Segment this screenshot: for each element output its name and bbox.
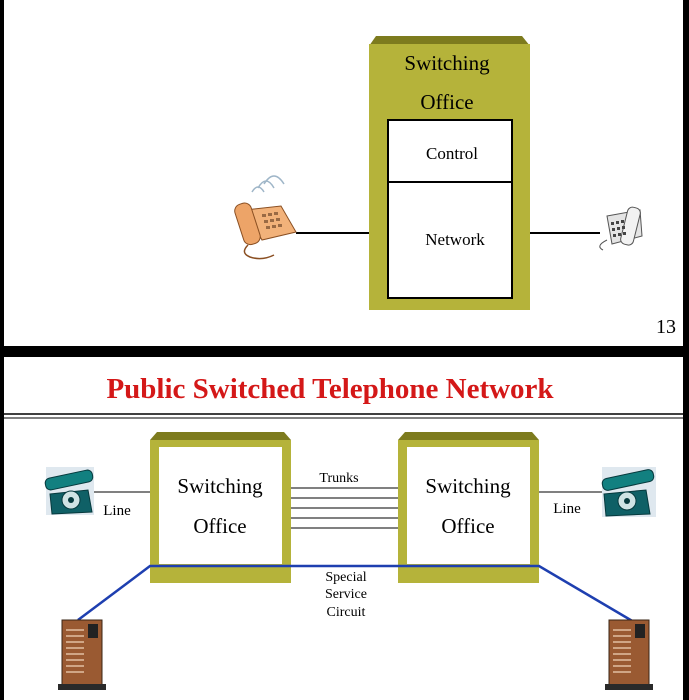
white-desk-phone-icon — [599, 206, 643, 251]
right-line-label: Line — [553, 501, 581, 517]
trunks-label: Trunks — [319, 471, 358, 486]
slide-13: Switching Office Control Network — [4, 0, 683, 346]
slide-title: Public Switched Telephone Network — [106, 373, 554, 405]
rotary-phone-icon — [601, 467, 656, 517]
network-label: Network — [425, 230, 485, 249]
rotary-phone-icon — [44, 467, 94, 515]
right-office-line2: Office — [441, 514, 494, 538]
office-top-bevel — [369, 36, 530, 46]
right-switching-office: Switching Office — [398, 432, 539, 583]
left-switching-office: Switching Office — [150, 432, 291, 583]
office-title-line1: Switching — [404, 51, 490, 75]
control-label: Control — [426, 144, 478, 163]
special-line3: Circuit — [327, 605, 366, 620]
right-office-top-bevel — [398, 432, 539, 440]
special-line1: Special — [325, 570, 366, 585]
right-office-line1: Switching — [425, 474, 511, 498]
network-box — [387, 181, 513, 299]
trunk-lines — [291, 487, 398, 529]
special-service-circuit — [77, 564, 635, 624]
beige-desk-phone-icon — [234, 175, 297, 260]
server-tower-icon — [605, 619, 653, 690]
right-office-face — [407, 447, 530, 564]
server-tower-icon — [58, 619, 106, 690]
switching-office-block: Switching Office Control Network — [369, 36, 530, 310]
control-box — [387, 119, 513, 183]
left-line-label: Line — [103, 503, 131, 519]
left-office-top-bevel — [150, 432, 291, 440]
special-line2: Service — [325, 587, 367, 602]
page-number: 13 — [656, 316, 676, 338]
left-office-line2: Office — [193, 514, 246, 538]
left-office-face — [159, 447, 282, 564]
office-title-line2: Office — [420, 90, 473, 114]
slide-pstn: Public Switched Telephone Network Switch… — [4, 357, 683, 700]
slide-13-background — [4, 0, 683, 346]
left-office-line1: Switching — [177, 474, 263, 498]
